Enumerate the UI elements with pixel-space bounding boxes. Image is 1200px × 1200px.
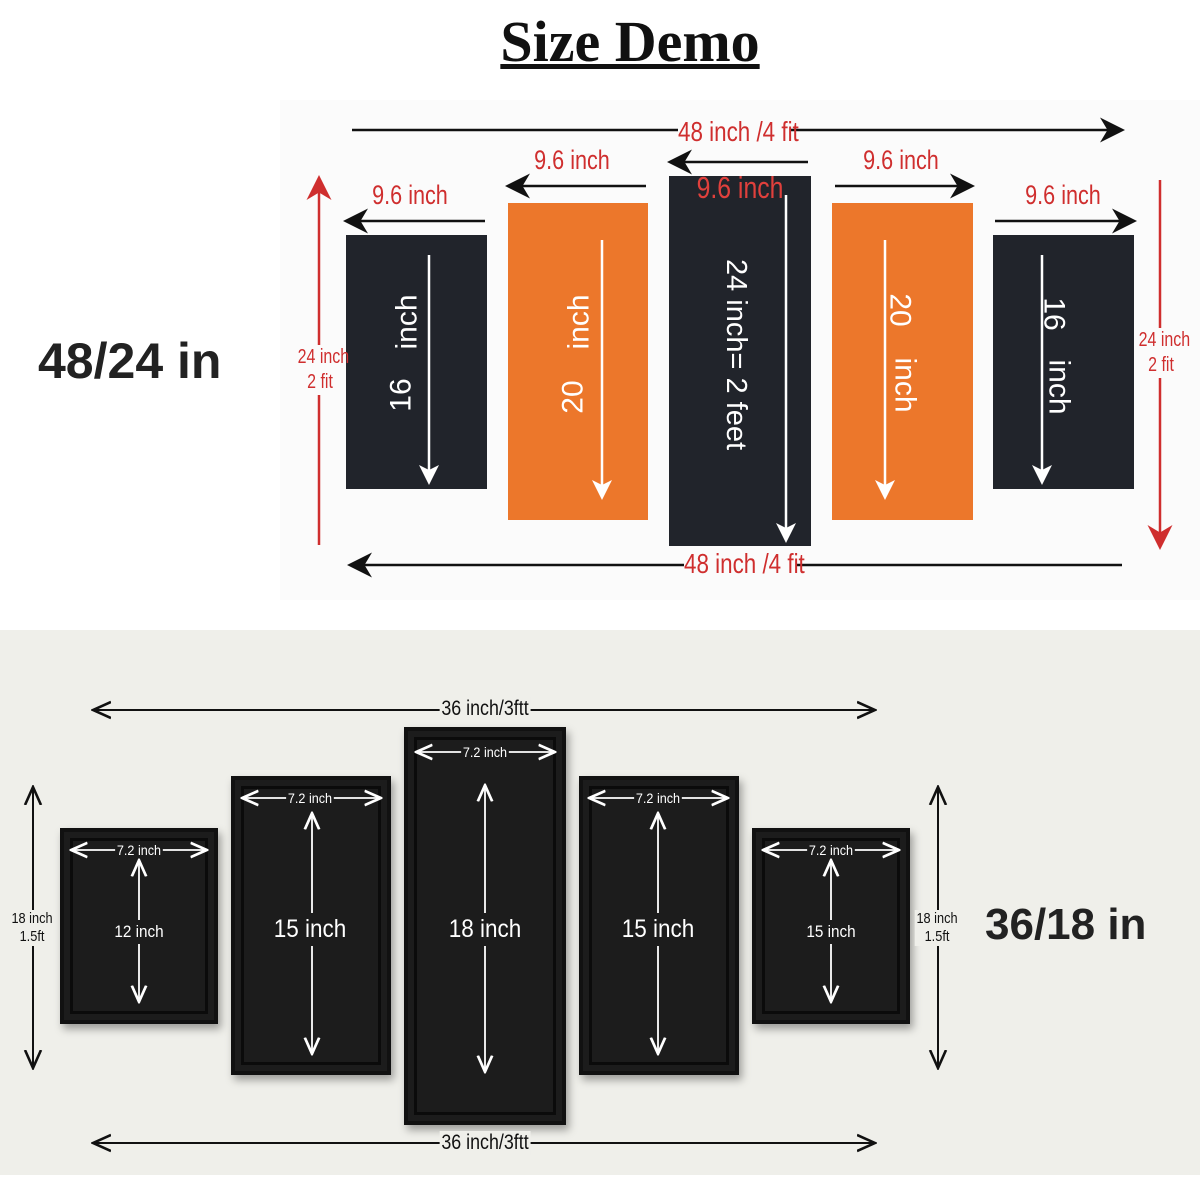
left-height-label: 24 inch 2 fit bbox=[297, 345, 350, 395]
top-panel-5 bbox=[993, 235, 1134, 489]
frame-4-height: 15 inch bbox=[619, 913, 697, 946]
top-panel-3 bbox=[669, 176, 811, 546]
frame-5-height: 15 inch bbox=[804, 920, 858, 944]
bottom-total-width-label: 48 inch /4 fit bbox=[684, 548, 805, 580]
top-panel-2 bbox=[508, 203, 648, 520]
panel-3-width: 9.6 inch bbox=[696, 170, 784, 205]
frame-4-width: 7.2 inch bbox=[634, 790, 682, 806]
right-height-inches: 24 inch bbox=[1138, 329, 1191, 351]
top-panel-1 bbox=[346, 235, 487, 489]
right-height-label: 24 inch 2 fit bbox=[1138, 328, 1191, 378]
frame-1-width: 7.2 inch bbox=[115, 842, 163, 858]
panel-1-width: 9.6 inch bbox=[372, 180, 448, 210]
panel-4-width: 9.6 inch bbox=[863, 145, 939, 175]
bottom-size-label: 36/18 in bbox=[985, 900, 1147, 949]
frame-5-width: 7.2 inch bbox=[807, 842, 855, 858]
panel-5-width: 9.6 inch bbox=[1025, 180, 1101, 210]
top-size-label: 48/24 in bbox=[38, 333, 222, 389]
frame-2-height: 15 inch bbox=[271, 913, 349, 946]
frame-2-width: 7.2 inch bbox=[286, 790, 334, 806]
left-height-inches: 18 inch bbox=[11, 910, 53, 927]
left-height-feet: 2 fit bbox=[307, 371, 333, 393]
left-height-feet: 1.5ft bbox=[19, 928, 45, 945]
right-height-feet: 1.5ft bbox=[924, 928, 950, 945]
panel-2-width: 9.6 inch bbox=[534, 145, 610, 175]
top-total-width-label: 48 inch /4 fit bbox=[678, 116, 799, 148]
right-height-feet: 2 fit bbox=[1148, 354, 1174, 376]
bottom-bottom-width-label: 36 inch/3ftt bbox=[439, 1131, 531, 1155]
top-panel-4 bbox=[832, 203, 973, 520]
frame-3-width: 7.2 inch bbox=[461, 744, 509, 760]
left-height-inches: 24 inch bbox=[297, 346, 350, 368]
frame-3-height: 18 inch bbox=[446, 913, 524, 946]
page-title: Size Demo bbox=[500, 9, 760, 74]
bottom-top-width-label: 36 inch/3ftt bbox=[439, 697, 531, 721]
frame-1-height: 12 inch bbox=[112, 920, 166, 944]
right-height-inches: 18 inch bbox=[916, 910, 958, 927]
